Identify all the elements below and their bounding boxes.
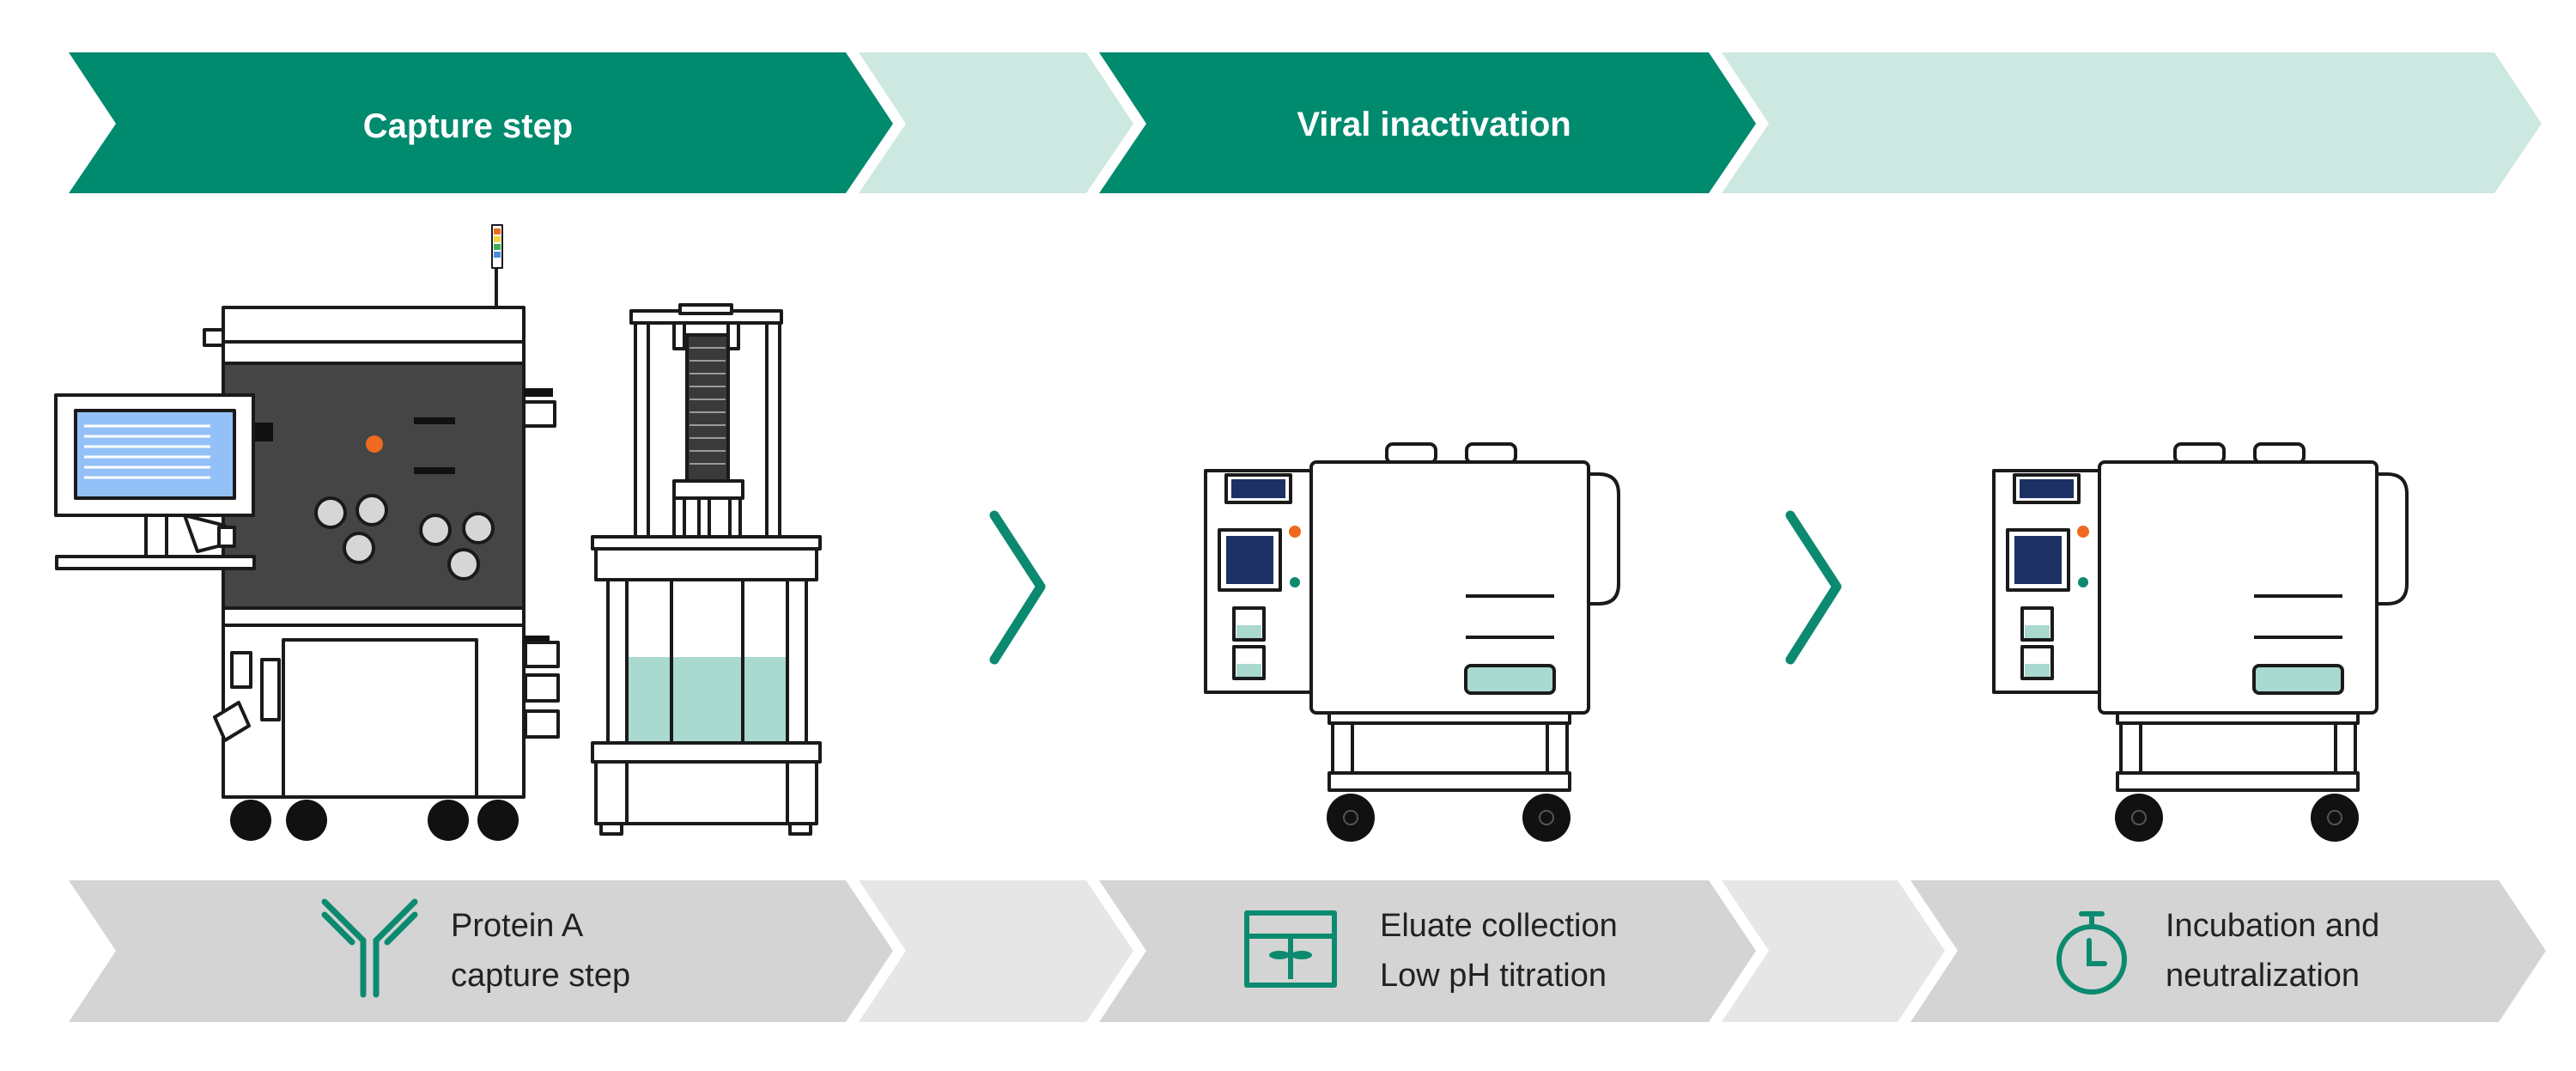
incubation-chevron [1911, 880, 2546, 1022]
control-panel [222, 362, 526, 610]
header-spacer-chevron-2 [1722, 52, 2542, 193]
stopwatch-icon [2057, 911, 2127, 995]
protein-a-chevron [69, 880, 893, 1022]
capture-step-title: Capture step [363, 107, 574, 145]
protein-a-label-line-2: capture step [451, 958, 630, 994]
chromatography-system-illustration [54, 224, 560, 841]
step-spacer-chevron-2 [1722, 880, 1945, 1022]
incubation-label-line-1: Incubation and [2166, 908, 2379, 944]
protein-a-label-line-1: Protein A [451, 908, 584, 944]
step-band: Protein A capture step Eluate collection… [69, 880, 2546, 1022]
antibody-icon [321, 898, 418, 998]
mixing-system-illustration-2 [1992, 442, 2409, 842]
capture-step-chevron [69, 52, 893, 193]
flow-arrow-1 [989, 510, 1046, 665]
tank-mixer-icon [1244, 910, 1337, 988]
column-station-illustration [591, 303, 822, 836]
eluate-label-line-2: Low pH titration [1380, 958, 1607, 994]
eluate-label-line-1: Eluate collection [1380, 908, 1618, 944]
viral-inactivation-title: Viral inactivation [1297, 106, 1571, 143]
incubation-label-line-2: neutralization [2166, 958, 2360, 994]
header-spacer-chevron-1 [859, 52, 1133, 193]
screw-drive [685, 333, 730, 483]
header-band: Capture step Viral inactivation [69, 52, 2542, 193]
step-spacer-chevron-1 [859, 880, 1133, 1022]
eluate-chevron [1099, 880, 1756, 1022]
viral-inactivation-chevron [1099, 52, 1756, 193]
mixing-system-illustration-1 [1204, 442, 1620, 842]
flow-arrow-2 [1785, 510, 1842, 665]
